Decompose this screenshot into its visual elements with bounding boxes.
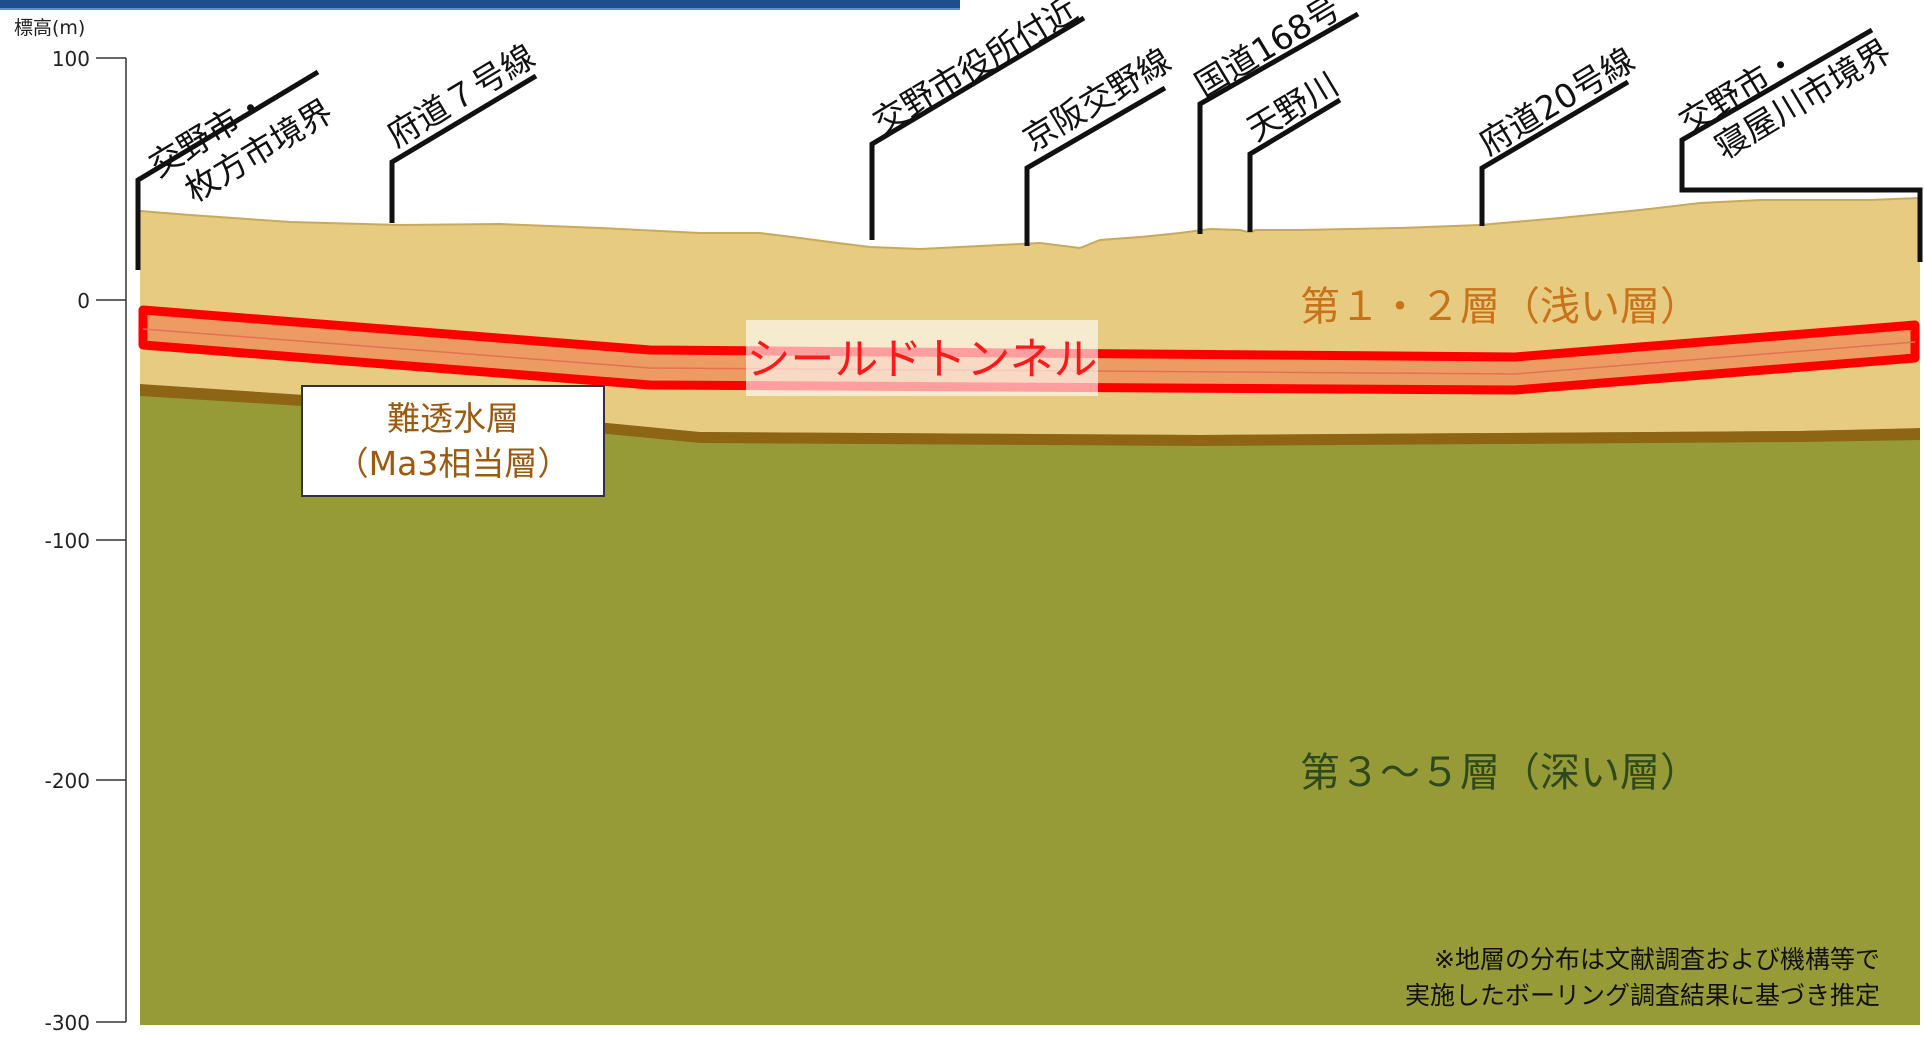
leader-fudo-20 bbox=[1479, 79, 1630, 226]
y-tick-label-minus100: -100 bbox=[45, 529, 90, 553]
footnote-line-1: ※地層の分布は文献調査および機構等で bbox=[1434, 945, 1880, 974]
landmark-katano-neyagawa-border: 交野市・ 寝屋川市境界 bbox=[1672, 0, 1898, 176]
leader-katano-neyagawa-diagonal bbox=[1679, 27, 1874, 148]
landmark-fudo-20: 府道20号線 bbox=[1472, 40, 1641, 163]
y-tick-label-100: 100 bbox=[52, 47, 90, 71]
ground-surface-line bbox=[139, 197, 1921, 251]
tunnel-label-box bbox=[746, 320, 1098, 396]
leader-katano-hirakata-border bbox=[135, 69, 320, 270]
y-axis: 標高(m) 100 0 -100 -200 -300 bbox=[14, 17, 127, 1035]
landmark-leaders bbox=[135, 11, 1923, 270]
aquitard-callout-box bbox=[301, 385, 605, 497]
landmark-labels: 交野市・ 枚方市境界 府道７号線 交野市役所付近 京阪交野線 国道168号 天野… bbox=[142, 0, 1898, 219]
header-bar bbox=[0, 0, 960, 10]
landmark-fudo-7: 府道７号線 bbox=[380, 36, 542, 154]
shallow-layer-label: 第１・２層（浅い層） bbox=[1300, 284, 1700, 330]
leader-amano-river bbox=[1247, 97, 1342, 232]
landmark-keihan-katano-line: 京阪交野線 bbox=[1016, 40, 1178, 158]
leader-katano-city-hall bbox=[869, 15, 1086, 240]
leader-route-168 bbox=[1197, 11, 1360, 234]
aquitard-label: 難透水層 bbox=[387, 399, 519, 438]
leader-fudo-7 bbox=[389, 73, 538, 223]
leader-katano-neyagawa-border bbox=[1679, 148, 1923, 262]
landmark-katano-hirakata-border: 交野市・ 枚方市境界 bbox=[142, 57, 340, 219]
tunnel-label: シールドトンネル bbox=[746, 334, 1097, 385]
deep-layer-area bbox=[140, 384, 1920, 1025]
y-axis-title: 標高(m) bbox=[14, 17, 85, 39]
deep-layer-label: 第３～５層（深い層） bbox=[1300, 750, 1700, 796]
footnote-line-2: 実施したボーリング調査結果に基づき推定 bbox=[1405, 981, 1880, 1010]
y-tick-label-0: 0 bbox=[77, 289, 90, 313]
y-tick-label-minus200: -200 bbox=[45, 769, 90, 793]
landmark-amano-river: 天野川 bbox=[1240, 64, 1345, 148]
leader-keihan-katano-line bbox=[1024, 85, 1167, 246]
aquitard-sublabel: （Ma3相当層） bbox=[336, 444, 571, 483]
y-tick-label-minus300: -300 bbox=[45, 1011, 90, 1034]
